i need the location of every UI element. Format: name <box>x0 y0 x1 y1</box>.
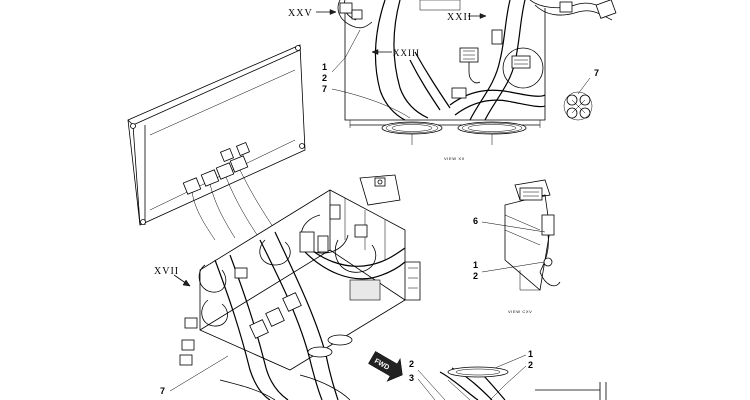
callout-top-2: 2 <box>322 73 327 83</box>
label-xxv: XXV <box>288 8 313 19</box>
callout-top-7: 7 <box>322 84 327 94</box>
main-harness-assembly: XVII 7 FWD <box>154 174 421 400</box>
leader-bottom-2-3 <box>417 369 446 400</box>
callout-bottom-3: 3 <box>409 373 414 383</box>
view-label-mid: VIEW CXV <box>508 309 532 314</box>
arrowhead-xxii-icon <box>479 13 487 19</box>
detail-7-inset: 7 <box>563 68 599 121</box>
callout-bottom-right-1: 1 <box>528 349 533 359</box>
leader-top-7 <box>331 88 411 119</box>
label-xvii: XVII <box>154 266 179 277</box>
arrowhead-xxiii-icon <box>371 49 379 55</box>
callout-bottom-2: 2 <box>409 359 414 369</box>
callout-bottom-left-7: 7 <box>160 386 165 396</box>
top-harness-assembly: XXV XXII XXIII 1 2 7 VIEW XX <box>288 0 617 161</box>
arrowhead-xvii-icon <box>182 279 191 287</box>
callout-mid-2: 2 <box>473 271 478 281</box>
leader-bottom-left-7 <box>169 355 229 392</box>
leader-bottom-right-2 <box>489 365 527 400</box>
leader-bottom-right-1 <box>494 354 527 369</box>
connector-cluster <box>182 141 283 243</box>
forward-direction-badge: FWD <box>368 351 403 382</box>
grommet-right <box>457 121 527 135</box>
bottom-right-detail: 2 3 1 2 <box>409 349 607 400</box>
leader-mid-1-2 <box>481 261 545 273</box>
leader-mid-6 <box>481 221 546 233</box>
grommet-left <box>381 121 443 135</box>
view-label-top: VIEW XX <box>444 156 465 161</box>
mid-detail-view: 6 1 2 VIEW CXV <box>473 179 561 314</box>
arrowhead-xxv-icon <box>329 9 337 15</box>
callout-mid-1: 1 <box>473 260 478 270</box>
control-panel-plate <box>127 44 306 226</box>
label-xxiii: XXIII <box>393 48 420 58</box>
callout-top-right-7: 7 <box>594 68 599 78</box>
callout-top-1: 1 <box>322 62 327 72</box>
callout-bottom-right-2: 2 <box>528 360 533 370</box>
callout-mid-6: 6 <box>473 216 478 226</box>
leader-top-1-2 <box>331 29 361 73</box>
label-xxii: XXII <box>447 12 472 23</box>
forward-arrow-icon <box>368 351 403 382</box>
